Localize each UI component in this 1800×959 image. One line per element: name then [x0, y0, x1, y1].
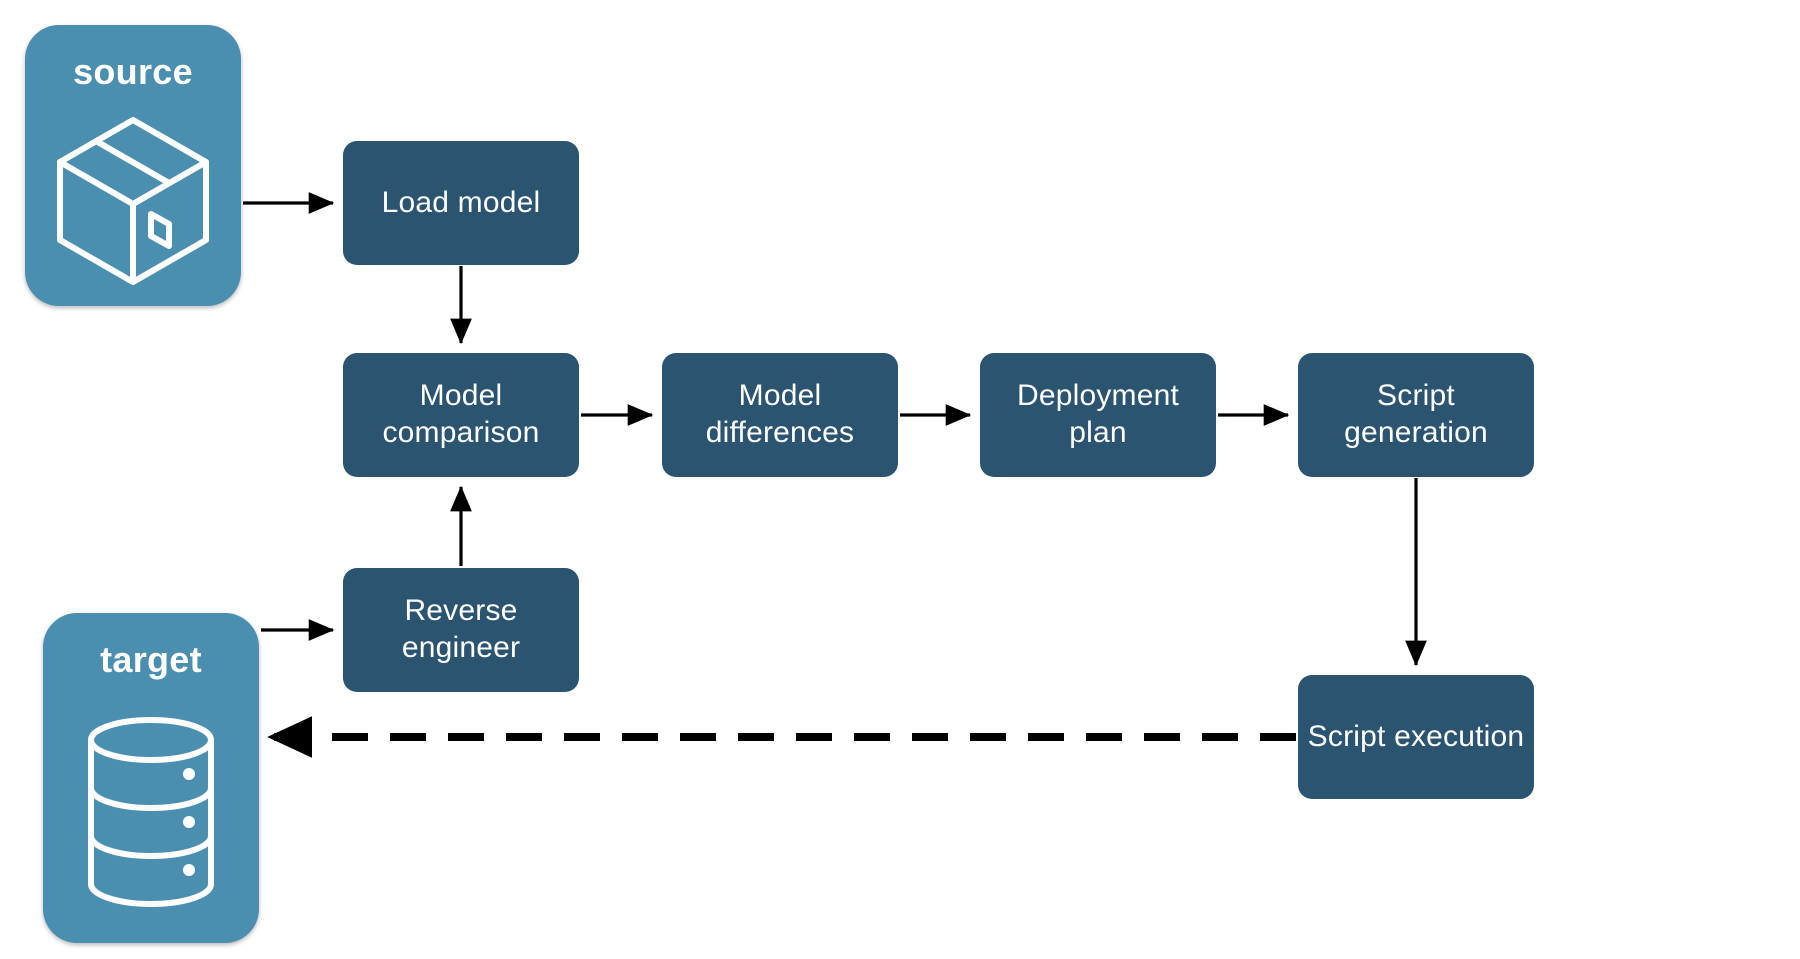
process-model-differences-label: Model differences	[705, 379, 855, 449]
process-script-generation[interactable]: Script generation	[1298, 353, 1534, 477]
process-reverse-engineer[interactable]: Reverse engineer	[343, 568, 579, 692]
endpoint-source-label: source	[73, 51, 193, 92]
process-script-execution-label: Script execution	[1307, 719, 1525, 753]
process-deployment-plan-label: Deployment plan	[1016, 379, 1180, 449]
endpoint-source[interactable]: source	[25, 25, 241, 306]
process-reverse-engineer-label: Reverse engineer	[401, 594, 521, 664]
package-box-icon	[25, 93, 241, 306]
process-script-execution[interactable]: Script execution	[1298, 675, 1534, 799]
process-script-generation-label: Script generation	[1344, 379, 1488, 449]
process-model-comparison[interactable]: Model comparison	[343, 353, 579, 477]
process-load-model-label: Load model	[381, 185, 541, 219]
process-deployment-plan[interactable]: Deployment plan	[980, 353, 1216, 477]
process-model-comparison-label: Model comparison	[382, 379, 540, 449]
endpoint-target[interactable]: target	[43, 613, 259, 943]
endpoint-target-label: target	[100, 639, 202, 680]
database-cylinder-icon	[43, 681, 259, 943]
process-load-model[interactable]: Load model	[343, 141, 579, 265]
process-model-differences[interactable]: Model differences	[662, 353, 898, 477]
